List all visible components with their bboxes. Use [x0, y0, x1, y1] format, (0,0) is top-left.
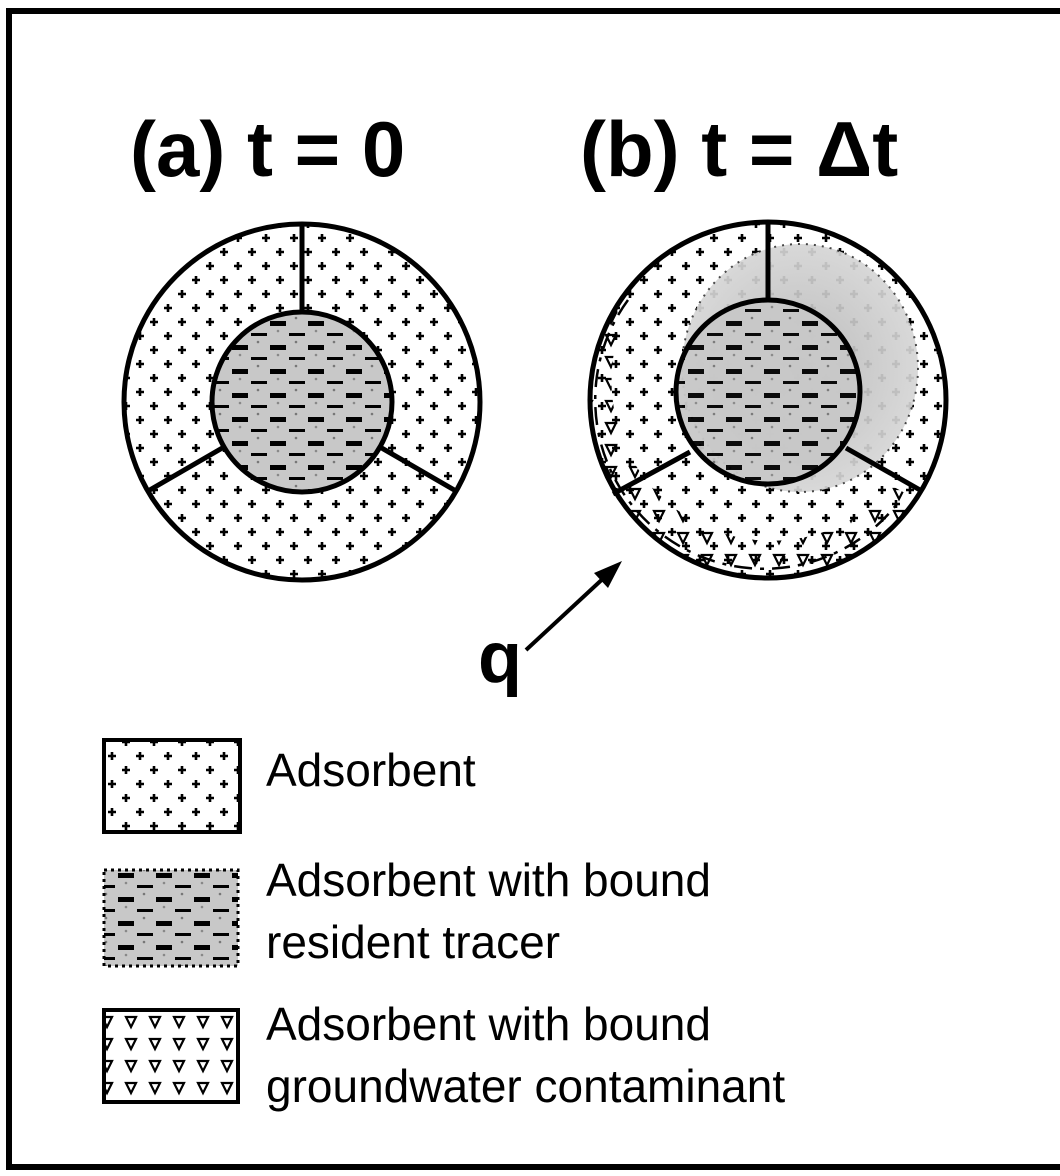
flow-label: q	[478, 618, 522, 698]
legend-label-tracer-line1: Adsorbent with bound	[266, 854, 711, 906]
legend-item-contaminant: Adsorbent with bound groundwater contami…	[102, 998, 785, 1112]
legend-swatch-tracer	[102, 868, 240, 968]
panel-a-title: (a) t = 0	[130, 105, 405, 193]
legend-swatch-adsorbent	[102, 738, 242, 834]
panel-a-particle	[121, 221, 483, 583]
legend-label-adsorbent: Adsorbent	[266, 744, 476, 796]
panel-a-divider-right	[378, 444, 458, 494]
panel-b-contaminant-band	[591, 300, 918, 577]
panel-b-tracer-core	[676, 300, 860, 484]
legend-swatch-contaminant	[102, 1008, 240, 1104]
flow-arrow	[524, 561, 622, 652]
panel-b-divider-left	[611, 449, 692, 497]
legend-item-adsorbent: Adsorbent	[102, 738, 476, 834]
panel-b-title: (b) t = Δt	[580, 105, 898, 193]
legend: Adsorbent Adsorbent with bound resident …	[102, 738, 785, 1112]
legend-label-contaminant-line1: Adsorbent with bound	[266, 998, 711, 1050]
panel-a-tracer-core	[212, 312, 392, 492]
legend-item-tracer: Adsorbent with bound resident tracer	[102, 854, 711, 968]
legend-label-tracer-line2: resident tracer	[266, 916, 560, 968]
panel-b-particle	[587, 219, 949, 581]
figure-frame	[6, 8, 1060, 1170]
panel-b-divider-right	[844, 445, 922, 493]
panel-a-divider-left	[146, 444, 226, 494]
legend-label-contaminant-line2: groundwater contaminant	[266, 1060, 785, 1112]
